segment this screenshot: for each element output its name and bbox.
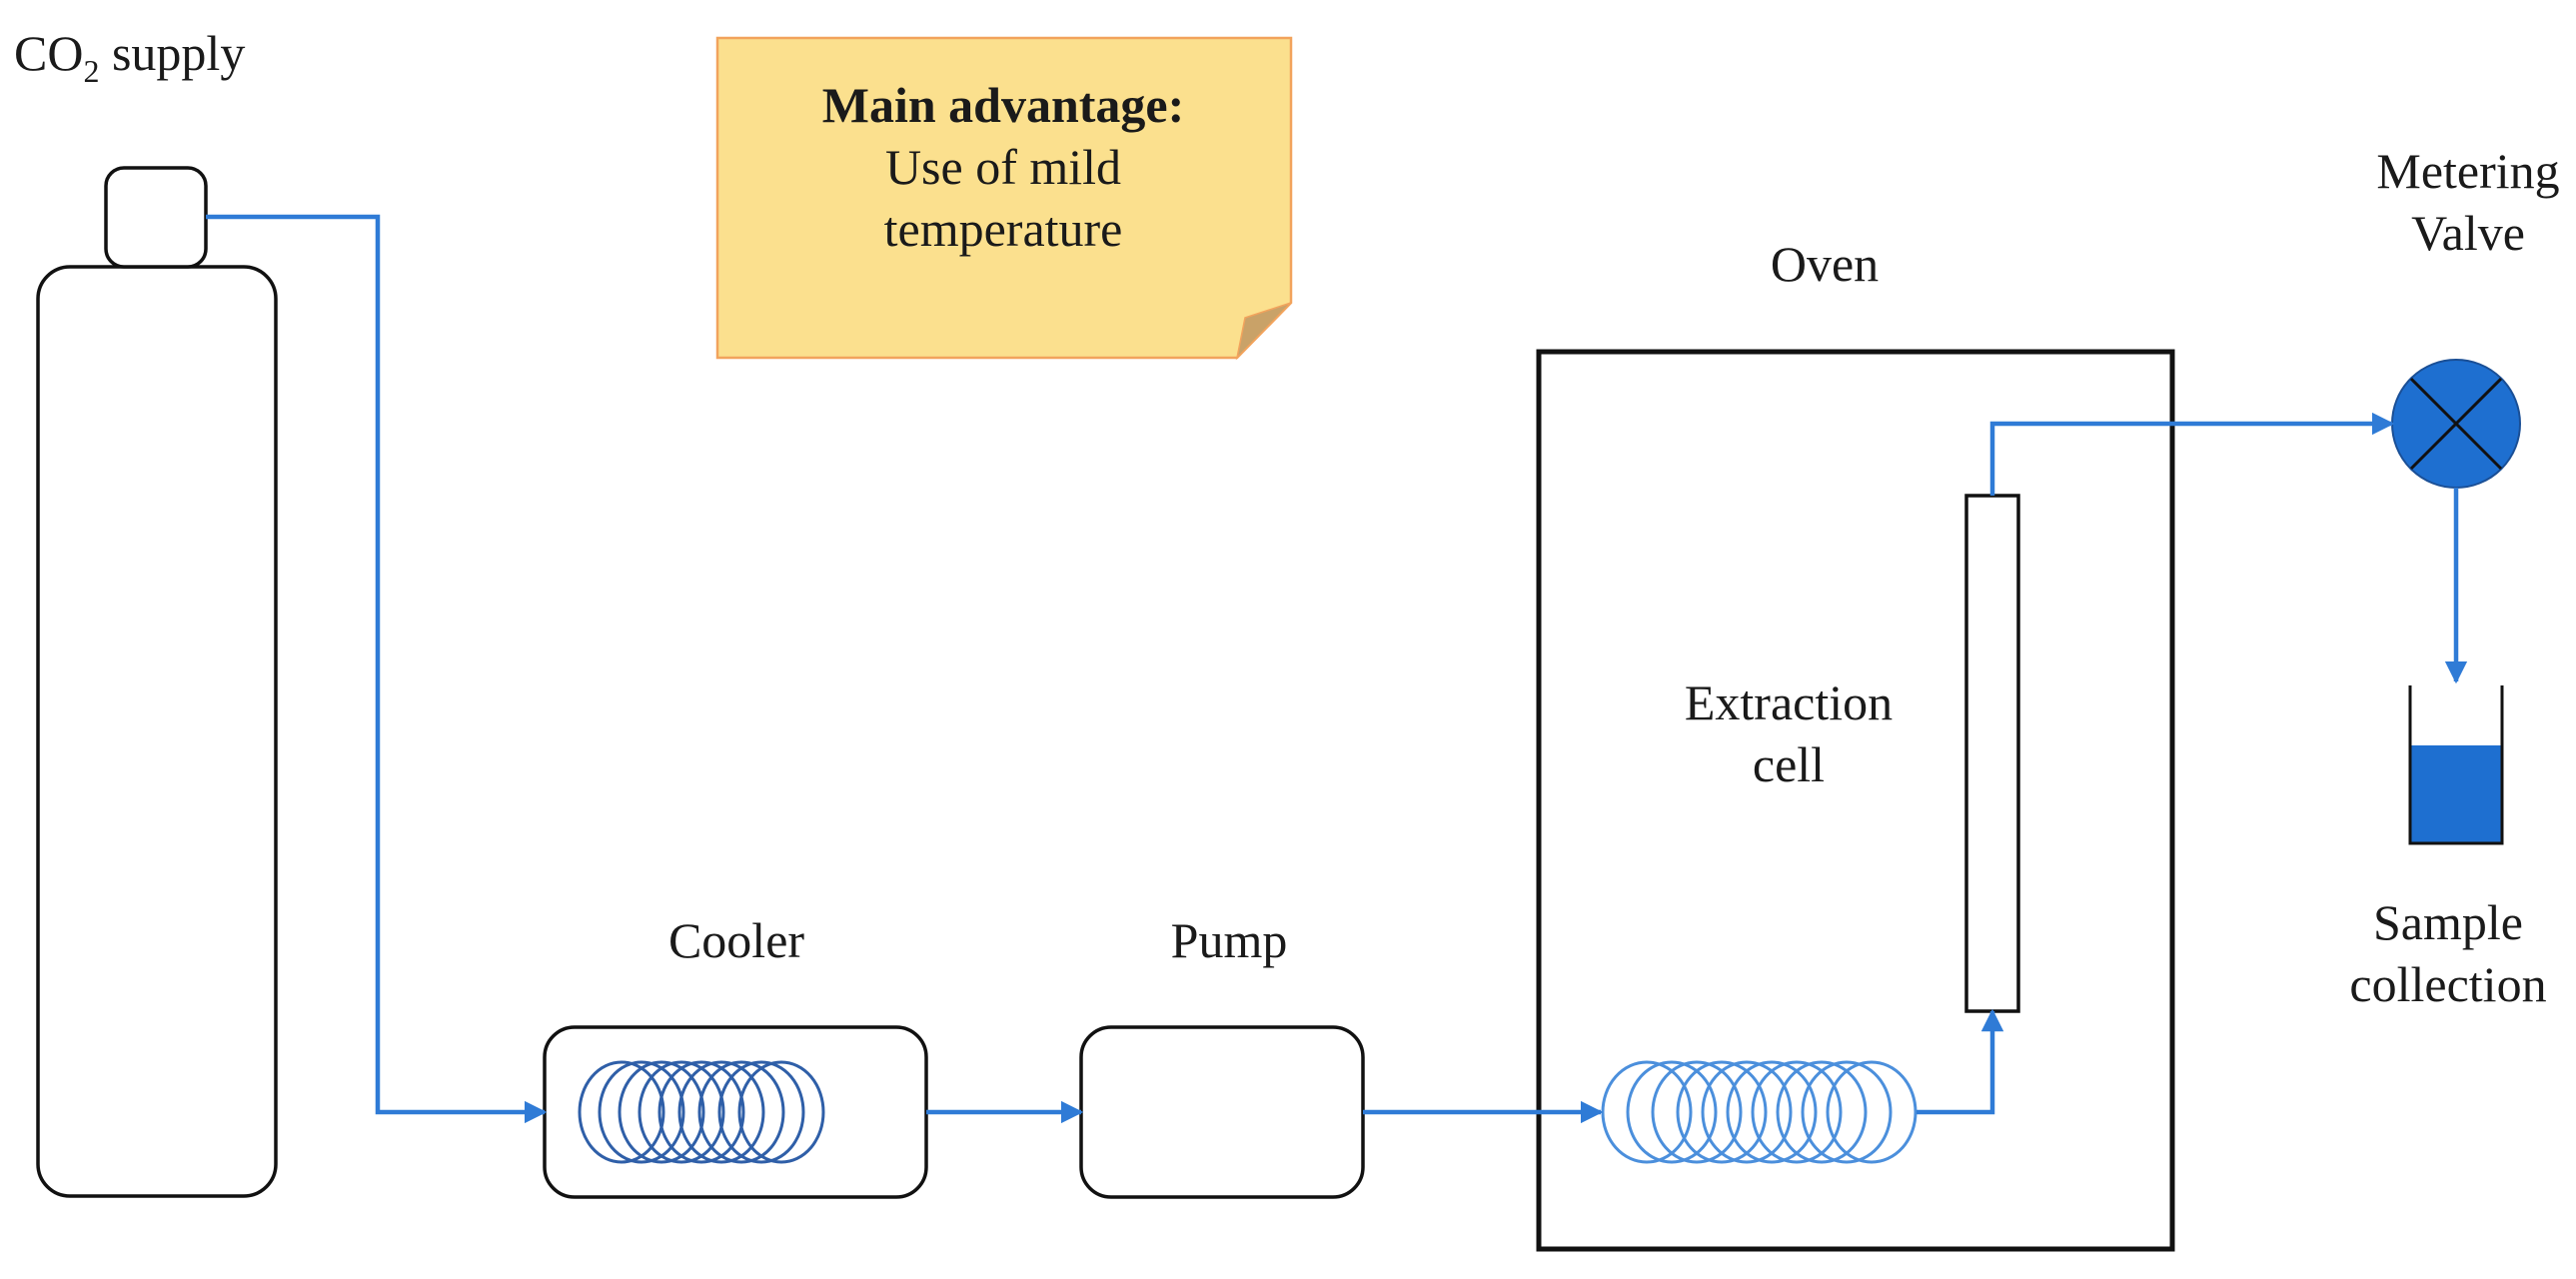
pump-box: [1079, 1025, 1365, 1199]
coil-loop: [1751, 1060, 1843, 1164]
co2-cylinder: [36, 166, 278, 1198]
coil-loop: [1826, 1060, 1918, 1164]
extraction-cell: [1964, 494, 2020, 1013]
flow-cylinder-to-cooler: [206, 214, 548, 1124]
pump-label: Pump: [1171, 912, 1288, 968]
flow-coil-to-cell: [1917, 1008, 2004, 1115]
coil-loop: [638, 1060, 725, 1164]
coil-loop: [1801, 1060, 1893, 1164]
coil-loop: [578, 1060, 665, 1164]
coil-loop: [1776, 1060, 1868, 1164]
coil-loop: [1626, 1060, 1718, 1164]
sample-collection-label-2: collection: [2349, 956, 2546, 1012]
oven-label: Oven: [1771, 236, 1879, 292]
coil-loop: [1701, 1060, 1793, 1164]
co2-supply-label: CO2 supply: [14, 25, 245, 89]
coil-loop: [657, 1060, 745, 1164]
metering-valve: [2391, 359, 2521, 489]
sample-liquid: [2410, 745, 2502, 843]
coil-loop: [1726, 1060, 1818, 1164]
metering-valve-label-2: Valve: [2411, 205, 2525, 261]
coil-loop: [598, 1060, 685, 1164]
cooler-box: [543, 1025, 928, 1199]
note-fold: [1235, 302, 1292, 361]
vessel-walls: [2408, 685, 2504, 845]
coil-loop: [618, 1060, 705, 1164]
sample-collection-vessel: [2408, 685, 2504, 845]
cylinder-valve-cap: [104, 166, 208, 269]
cooler-label: Cooler: [668, 912, 804, 968]
oven-preheat-coil: [1601, 1060, 1918, 1164]
note-line-2: temperature: [884, 201, 1123, 257]
coil-loop: [1676, 1060, 1768, 1164]
advantage-note: Main advantage: Use of mild temperature: [715, 36, 1293, 361]
metering-valve-label-1: Metering: [2376, 143, 2559, 199]
coil-loop: [1651, 1060, 1743, 1164]
cooler-coil: [578, 1060, 825, 1164]
extraction-cell-label-2: cell: [1753, 736, 1825, 792]
coil-loop: [717, 1060, 805, 1164]
note-line-1: Use of mild: [885, 139, 1121, 195]
coil-loop: [677, 1060, 765, 1164]
oven-box: [1536, 349, 2175, 1252]
coil-loop: [737, 1060, 825, 1164]
extraction-cell-label-1: Extraction: [1685, 674, 1893, 730]
note-title: Main advantage:: [822, 77, 1185, 133]
sample-collection-label-1: Sample: [2373, 894, 2523, 950]
cylinder-body: [36, 265, 278, 1198]
co2-subscript: 2: [83, 53, 99, 89]
flow-cell-to-valve: [1989, 412, 2395, 496]
coil-loop: [697, 1060, 785, 1164]
valve-cross-b: [2409, 377, 2503, 471]
